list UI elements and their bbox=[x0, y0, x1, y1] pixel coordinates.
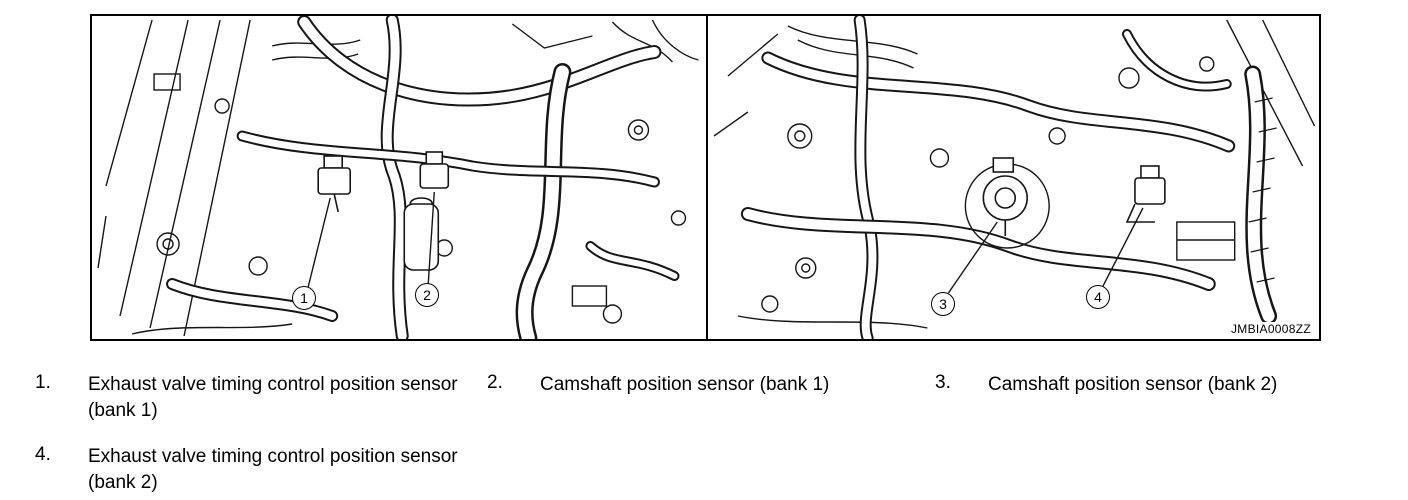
callout-1: 1 bbox=[292, 286, 316, 310]
callout-2-number: 2 bbox=[423, 287, 431, 303]
legend-text-4: Exhaust valve timing control position se… bbox=[88, 446, 458, 493]
callout-4: 4 bbox=[1086, 285, 1110, 309]
figure-panel-bank2 bbox=[705, 16, 1320, 339]
callout-2: 2 bbox=[415, 283, 439, 307]
legend-text-1: Exhaust valve timing control position se… bbox=[88, 374, 458, 421]
legend-number-3: 3. bbox=[935, 372, 951, 393]
figure-code: JMBIA0008ZZ bbox=[1227, 322, 1311, 336]
legend-text-3: Camshaft position sensor (bank 2) bbox=[988, 374, 1278, 395]
figure-panel-bank1 bbox=[92, 16, 706, 339]
engine-illustration-bank2 bbox=[713, 16, 1315, 339]
legend-number-1: 1. bbox=[35, 372, 51, 393]
callout-1-number: 1 bbox=[300, 290, 308, 306]
legend-number-4: 4. bbox=[35, 444, 51, 465]
legend-number-2: 2. bbox=[487, 372, 503, 393]
engine-illustration-bank1 bbox=[97, 16, 699, 339]
evt-sensor-bank1-icon bbox=[317, 155, 352, 213]
engine-figure-box: 1 2 3 4 JMBIA0008ZZ bbox=[90, 14, 1321, 341]
callout-4-number: 4 bbox=[1094, 289, 1102, 305]
cam-sensor-bank1-icon bbox=[403, 151, 450, 271]
evt-sensor-bank2-icon bbox=[1125, 165, 1166, 223]
legend-text-2: Camshaft position sensor (bank 1) bbox=[540, 374, 830, 395]
cam-sensor-bank2-icon bbox=[982, 157, 1028, 236]
callout-3: 3 bbox=[931, 292, 955, 316]
callout-3-number: 3 bbox=[939, 296, 947, 312]
